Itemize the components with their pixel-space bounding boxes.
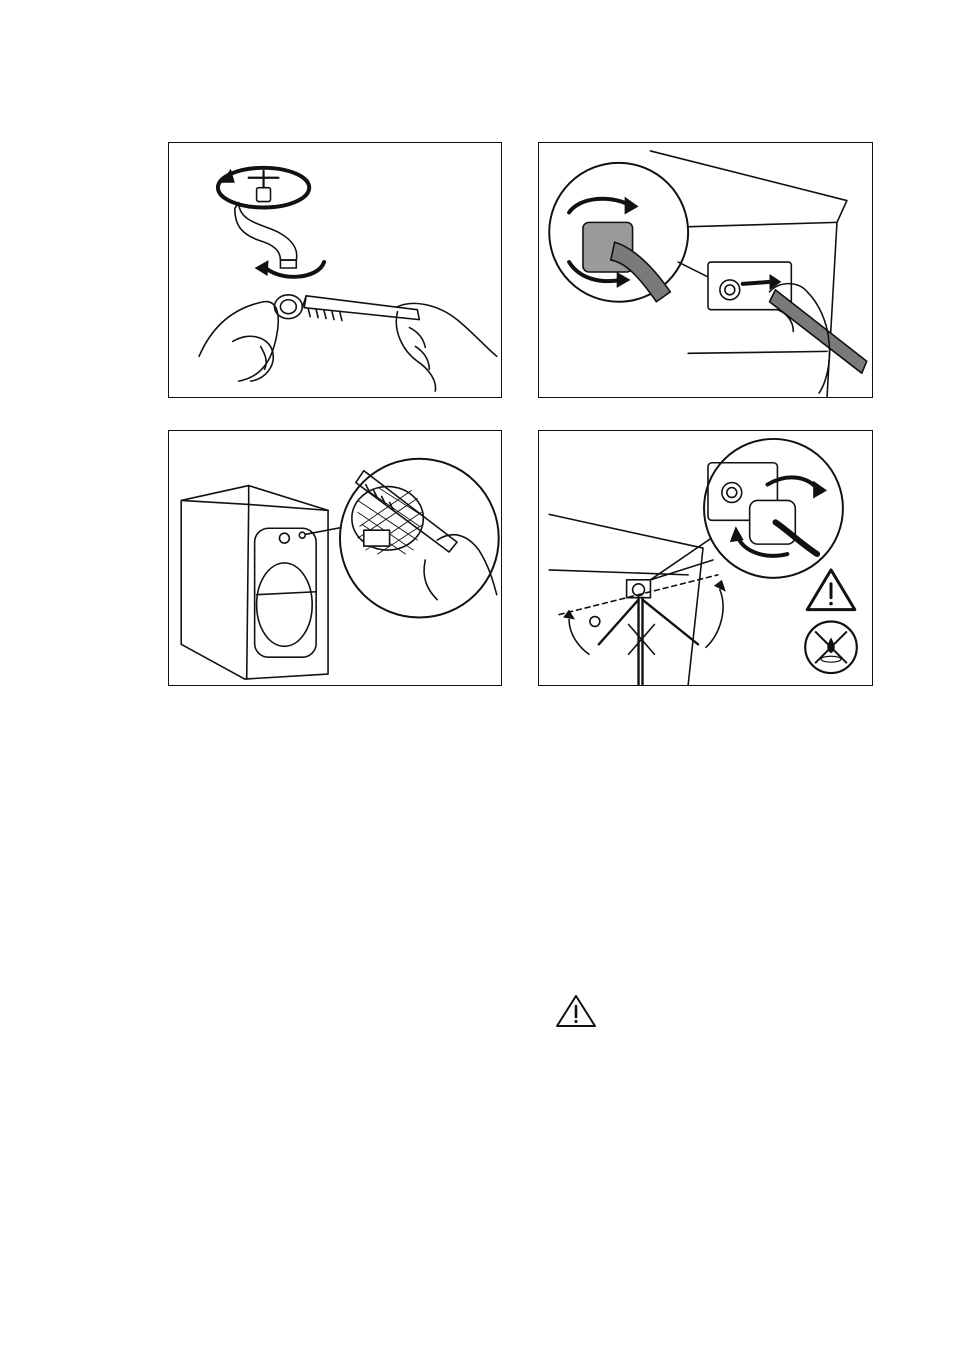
warning-triangle-icon	[807, 570, 855, 610]
figure-tap-cleaning	[168, 142, 502, 398]
figure-filter-cleaning	[168, 430, 502, 686]
filter-brush-illustration	[169, 431, 501, 685]
figure-hose-reconnect	[538, 430, 873, 686]
no-water-leak-icon	[805, 622, 857, 674]
hose-detach-illustration	[539, 143, 872, 397]
tap-and-brush-illustration	[169, 143, 501, 397]
figure-hose-removal	[538, 142, 873, 398]
hose-reconnect-illustration	[539, 431, 872, 685]
warning-triangle-icon	[554, 993, 598, 1029]
